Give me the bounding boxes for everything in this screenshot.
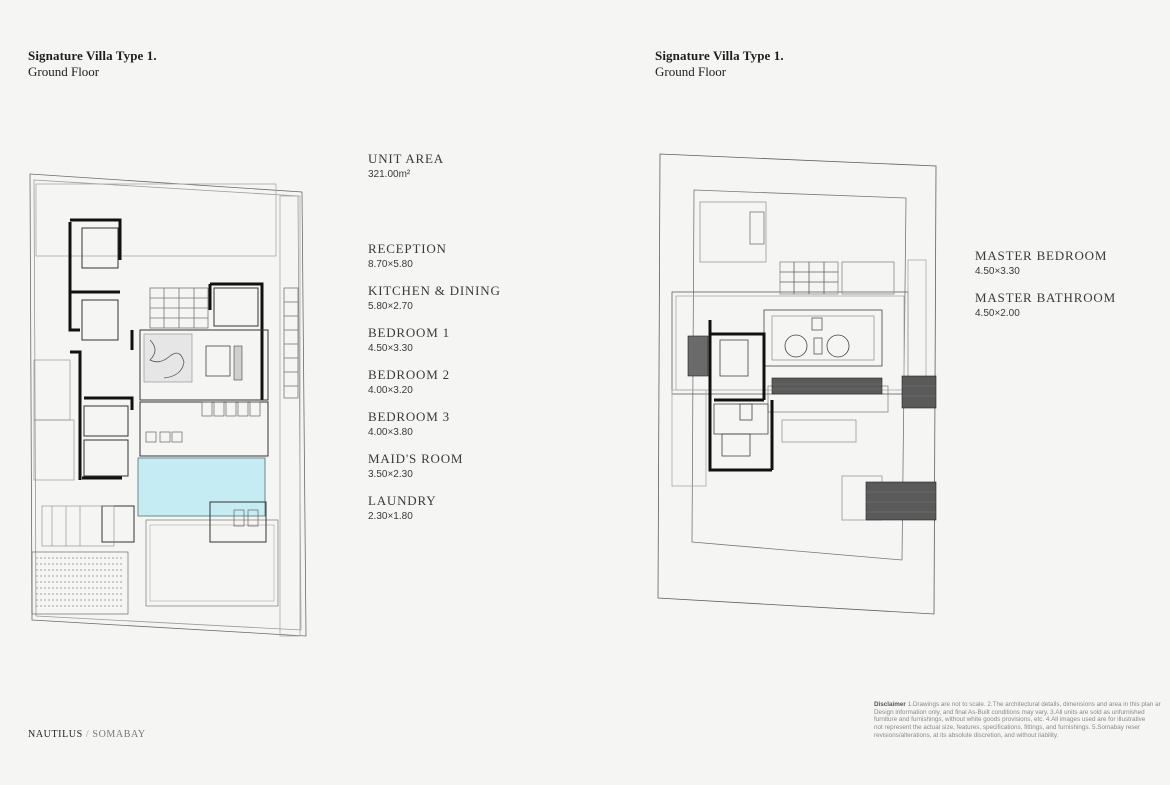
- room-label: BEDROOM 3: [368, 409, 450, 424]
- left-plan-heading: Signature Villa Type 1. Ground Floor: [28, 48, 157, 80]
- room-dimension: 8.70×5.80: [368, 259, 413, 270]
- room-dimension: 2.30×1.80: [368, 511, 413, 522]
- room-label: LAUNDRY: [368, 493, 437, 508]
- room-label: BEDROOM 2: [368, 367, 450, 382]
- disclaimer-line: Disclaimer 1.Drawings are not to scale. …: [874, 701, 1170, 709]
- room-label: MASTER BEDROOM: [975, 248, 1108, 263]
- ground-floor-specs: UNIT AREA 321.00m² RECEPTION 8.70×5.80 KI…: [368, 151, 501, 535]
- room-item: BEDROOM 1 4.50×3.30: [368, 325, 501, 355]
- room-item: LAUNDRY 2.30×1.80: [368, 493, 501, 523]
- room-item: BEDROOM 2 4.00×3.20: [368, 367, 501, 397]
- unit-area-value: 321.00m²: [368, 169, 411, 180]
- upper-floor-plan: [657, 153, 937, 615]
- unit-area-label: UNIT AREA: [368, 151, 444, 166]
- room-item: MASTER BEDROOM 4.50×3.30: [975, 248, 1116, 278]
- disclaimer-line: furniture and furnishings, without white…: [874, 716, 1146, 724]
- disclaimer: Disclaimer 1.Drawings are not to scale. …: [874, 701, 1170, 740]
- brand-separator: /: [85, 729, 90, 740]
- room-dimension: 4.00×3.20: [368, 385, 413, 396]
- room-label: MASTER BATHROOM: [975, 290, 1116, 305]
- room-dimension: 4.50×3.30: [368, 343, 413, 354]
- left-plan-subtitle: Ground Floor: [28, 64, 100, 79]
- brand-secondary: SOMABAY: [92, 729, 146, 740]
- disclaimer-line: revisions/alterations, at its absolute d…: [874, 731, 1059, 739]
- room-item: BEDROOM 3 4.00×3.80: [368, 409, 501, 439]
- right-plan-subtitle: Ground Floor: [655, 64, 727, 79]
- disclaimer-text: 1.Drawings are not to scale. 2.The archi…: [907, 701, 1161, 708]
- room-label: KITCHEN & DINING: [368, 283, 501, 298]
- upper-floor-specs: MASTER BEDROOM 4.50×3.30 MASTER BATHROOM 4…: [975, 248, 1116, 332]
- room-dimension: 4.50×2.00: [975, 308, 1020, 319]
- disclaimer-line: not represent the actual size, features,…: [874, 724, 1141, 732]
- room-label: MAID'S ROOM: [368, 451, 464, 466]
- room-dimension: 4.00×3.80: [368, 427, 413, 438]
- room-item: RECEPTION 8.70×5.80: [368, 241, 501, 271]
- room-item: MASTER BATHROOM 4.50×2.00: [975, 290, 1116, 320]
- ground-room-list: RECEPTION 8.70×5.80 KITCHEN & DINING 5.80×…: [368, 241, 501, 523]
- room-item: MAID'S ROOM 3.50×2.30: [368, 451, 501, 481]
- ground-floor-plan: [29, 173, 307, 637]
- right-plan-title: Signature Villa Type 1.: [655, 48, 784, 63]
- room-item: KITCHEN & DINING 5.80×2.70: [368, 283, 501, 313]
- brand-primary: NAUTILUS: [28, 729, 83, 740]
- brand-footer: NAUTILUS / SOMABAY: [28, 729, 146, 740]
- room-dimension: 5.80×2.70: [368, 301, 413, 312]
- room-label: BEDROOM 1: [368, 325, 450, 340]
- room-dimension: 4.50×3.30: [975, 266, 1020, 277]
- disclaimer-line: Design information only, and final As-Bu…: [874, 708, 1145, 716]
- right-plan-heading: Signature Villa Type 1. Ground Floor: [655, 48, 784, 80]
- left-plan-title: Signature Villa Type 1.: [28, 48, 157, 63]
- disclaimer-label: Disclaimer: [874, 701, 906, 708]
- unit-area: UNIT AREA 321.00m²: [368, 151, 501, 181]
- room-label: RECEPTION: [368, 241, 447, 256]
- room-dimension: 3.50×2.30: [368, 469, 413, 480]
